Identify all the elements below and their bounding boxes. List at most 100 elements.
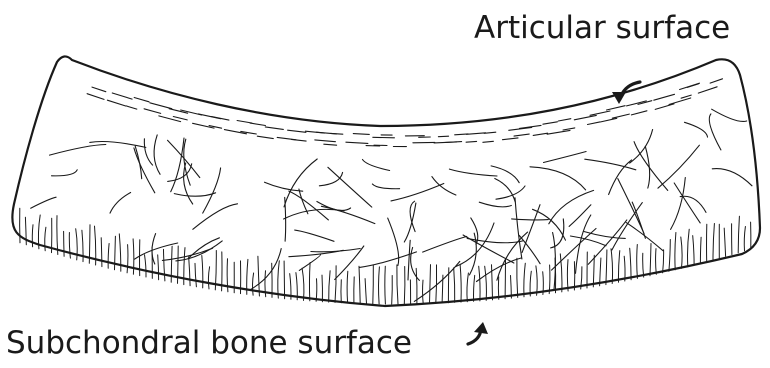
- fiber-line: [52, 170, 78, 176]
- fiber-line: [438, 136, 448, 137]
- fiber-line: [654, 94, 675, 100]
- fiber-line: [675, 233, 676, 270]
- fiber-line: [174, 193, 215, 196]
- fiber-line: [485, 266, 487, 300]
- fiber-line: [444, 142, 461, 143]
- fiber-line: [563, 128, 575, 130]
- fiber-line: [365, 279, 366, 304]
- fiber-line: [64, 231, 65, 256]
- fiber-line: [145, 255, 147, 277]
- fiber-line: [127, 245, 128, 273]
- fiber-line: [404, 267, 405, 305]
- fiber-line: [299, 189, 308, 214]
- fiber-line: [265, 127, 283, 129]
- fiber-line: [698, 87, 717, 93]
- fiber-line: [278, 261, 280, 298]
- fiber-line: [700, 237, 701, 263]
- fiber-line: [533, 209, 566, 240]
- subchondral-pointer-arrow: [468, 322, 488, 344]
- fiber-line: [353, 134, 369, 135]
- fiber-line: [517, 258, 518, 297]
- articular-surface-label: Articular surface: [474, 13, 730, 44]
- fiber-line: [173, 117, 187, 120]
- fiber-line: [423, 280, 424, 304]
- fiber-line: [144, 109, 161, 114]
- fiber-line: [503, 138, 519, 140]
- fiber-line: [624, 256, 625, 281]
- fiber-line: [674, 183, 700, 223]
- fiber-line: [159, 116, 181, 122]
- fiber-line: [454, 268, 455, 303]
- fiber-line: [663, 250, 664, 273]
- fiber-line: [90, 142, 146, 148]
- fiber-line: [284, 209, 345, 219]
- fiber-line: [408, 240, 410, 280]
- fiber-line: [712, 109, 747, 121]
- fiber-line: [134, 148, 155, 193]
- fiber-line: [530, 167, 586, 190]
- fiber-line: [593, 255, 594, 287]
- fiber-line: [558, 119, 571, 121]
- fiber-line: [134, 98, 149, 102]
- fiber-line: [359, 266, 360, 303]
- fiber-line: [515, 198, 522, 259]
- fiber-line: [373, 265, 374, 304]
- fiber-line: [607, 106, 626, 110]
- fiber-line: [693, 236, 694, 266]
- fiber-line: [319, 172, 342, 185]
- fiber-line: [316, 279, 317, 302]
- fiber-line: [606, 250, 607, 285]
- fiber-line: [416, 268, 417, 303]
- fiber-line: [712, 169, 752, 186]
- fiber-line: [590, 111, 610, 115]
- fiber-line: [315, 140, 336, 142]
- fiber-line: [302, 268, 304, 300]
- fiber-line: [492, 265, 493, 300]
- fiber-line: [650, 244, 651, 276]
- fiber-line: [612, 114, 629, 118]
- fiber-line: [724, 228, 725, 256]
- fiber-line: [346, 142, 368, 143]
- fiber-line: [643, 253, 644, 277]
- fiber-line: [158, 255, 159, 280]
- fiber-line: [430, 265, 431, 304]
- fiber-line: [496, 186, 525, 199]
- fiber-line: [655, 104, 674, 110]
- fiber-line: [681, 237, 682, 268]
- cartilage-outline: [12, 56, 760, 306]
- fiber-line: [208, 267, 209, 289]
- fiber-line: [544, 152, 587, 163]
- fiber-line: [574, 115, 596, 119]
- fiber-line: [253, 273, 254, 295]
- fiber-line: [135, 146, 142, 179]
- fiber-line: [467, 133, 486, 135]
- fiber-line: [634, 142, 668, 191]
- fiber-line: [108, 244, 109, 269]
- fiber-line: [135, 243, 178, 259]
- fiber-line: [524, 263, 525, 297]
- fiber-line: [600, 258, 601, 286]
- fiber-line: [474, 275, 475, 301]
- fiber-line: [483, 141, 494, 142]
- fiber-line: [466, 141, 477, 142]
- fiber-line: [328, 167, 372, 207]
- fiber-line: [311, 249, 360, 252]
- fiber-line: [533, 133, 547, 135]
- fiber-line: [212, 117, 229, 121]
- fiber-line: [284, 261, 285, 299]
- fiber-line: [585, 159, 636, 170]
- fiber-line: [744, 227, 745, 251]
- fiber-line: [479, 266, 480, 301]
- fiber-line: [432, 177, 456, 195]
- fiber-line: [549, 190, 594, 223]
- fiber-line: [491, 166, 519, 183]
- fiber-line: [289, 191, 329, 220]
- fiber-line: [110, 193, 131, 214]
- fiber-line: [189, 257, 190, 286]
- fiber-line: [460, 264, 461, 302]
- fiber-line: [522, 205, 540, 253]
- fiber-line: [514, 134, 529, 136]
- fiber-line: [569, 205, 591, 227]
- fiber-line: [309, 263, 310, 301]
- fiber-line: [360, 252, 417, 268]
